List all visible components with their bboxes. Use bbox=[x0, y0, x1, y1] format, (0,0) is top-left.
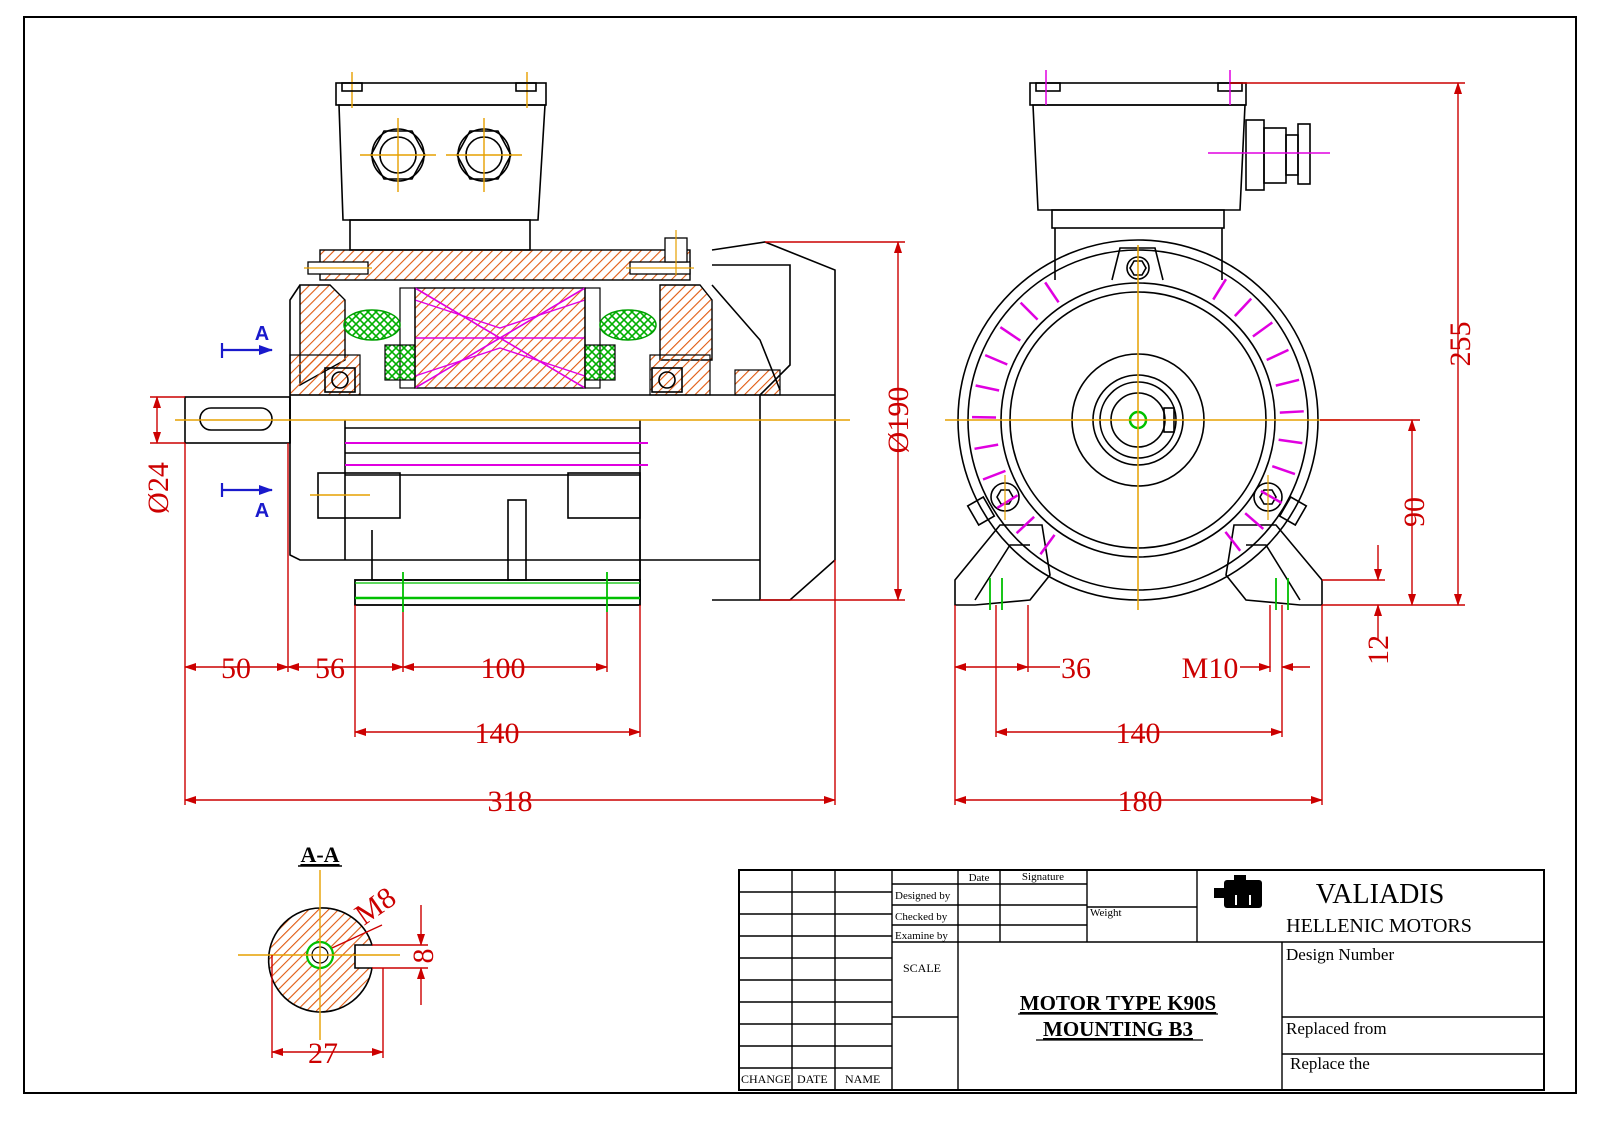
fin-line bbox=[1233, 297, 1253, 318]
drawing-title-line2: MOUNTING B3 bbox=[1043, 1017, 1193, 1041]
motor-logo-icon bbox=[1214, 875, 1262, 908]
dim-100: 100 bbox=[481, 652, 526, 685]
dim-12: 12 bbox=[1362, 635, 1395, 665]
tb-weight: Weight bbox=[1090, 907, 1122, 919]
fin-line bbox=[1015, 515, 1036, 535]
dim-m10: M10 bbox=[1182, 652, 1239, 685]
tb-change: CHANGE bbox=[741, 1072, 791, 1086]
fin-line bbox=[1279, 410, 1304, 414]
svg-text:A: A bbox=[255, 500, 269, 522]
dim-36: 36 bbox=[1061, 652, 1091, 685]
fin-line bbox=[1271, 465, 1296, 476]
dim-8: 8 bbox=[407, 949, 440, 964]
dim-255: 255 bbox=[1444, 322, 1477, 367]
fin-line bbox=[1275, 378, 1300, 387]
drawing-title-line1: MOTOR TYPE K90S bbox=[1020, 991, 1216, 1015]
front-view bbox=[945, 70, 1340, 610]
fin-line bbox=[999, 326, 1021, 342]
fin-line bbox=[984, 353, 1008, 366]
title-block bbox=[738, 869, 1545, 1091]
fin-line bbox=[1252, 321, 1274, 338]
tb-design-number: Design Number bbox=[1286, 945, 1394, 964]
dim-frame-dia: Ø190 bbox=[882, 387, 915, 454]
dim-318: 318 bbox=[488, 785, 533, 818]
motor-body bbox=[289, 241, 836, 612]
tb-checked-by: Checked by bbox=[895, 911, 948, 923]
fin-line bbox=[1224, 531, 1242, 552]
dim-140-front: 140 bbox=[1116, 717, 1161, 750]
fin-line bbox=[974, 443, 999, 451]
company-name: VALIADIS bbox=[1316, 879, 1445, 910]
tb-examine-by: Examine by bbox=[895, 930, 948, 942]
front-view-dimensions bbox=[954, 82, 1465, 805]
terminal-box bbox=[335, 72, 547, 251]
tb-date: DATE bbox=[797, 1072, 828, 1086]
cooling-fins bbox=[972, 278, 1304, 556]
sheet-border bbox=[23, 16, 1577, 1094]
tb-replaced-from: Replaced from bbox=[1286, 1019, 1387, 1038]
dim-shaft-dia: Ø24 bbox=[142, 462, 175, 514]
section-marker-bottom: A bbox=[220, 483, 273, 522]
dim-180: 180 bbox=[1118, 785, 1163, 818]
fin-line bbox=[1044, 281, 1060, 303]
fin-line bbox=[1212, 278, 1228, 301]
fin-line bbox=[1039, 534, 1056, 556]
fin-line bbox=[1244, 512, 1265, 530]
tb-designed-by: Designed by bbox=[895, 890, 951, 902]
svg-text:A: A bbox=[255, 323, 269, 345]
fin-line bbox=[996, 494, 1019, 510]
tb-scale: SCALE bbox=[903, 961, 941, 975]
dim-50: 50 bbox=[221, 652, 251, 685]
fin-line bbox=[1278, 438, 1303, 445]
side-view-dimensions bbox=[150, 241, 905, 805]
tb-replace-the: Replace the bbox=[1290, 1054, 1370, 1073]
section-marker-top: A bbox=[220, 323, 273, 358]
dim-140-side: 140 bbox=[475, 717, 520, 750]
tb-signature-col: Signature bbox=[1022, 871, 1064, 883]
stator-core bbox=[343, 287, 657, 389]
side-view bbox=[175, 72, 850, 612]
tb-date-col: Date bbox=[969, 872, 990, 884]
fin-line bbox=[1260, 489, 1283, 505]
tb-name: NAME bbox=[845, 1072, 880, 1086]
fin-line bbox=[1019, 301, 1039, 321]
section-title: A-A bbox=[300, 842, 339, 867]
dim-56: 56 bbox=[315, 652, 345, 685]
fin-line bbox=[1266, 348, 1289, 362]
fin-line bbox=[982, 469, 1006, 481]
fin-line bbox=[975, 384, 1000, 392]
section-a-a: A-A 27 8 M8 bbox=[238, 842, 440, 1070]
dim-27: 27 bbox=[308, 1037, 338, 1070]
dim-90: 90 bbox=[1398, 497, 1431, 527]
company-subtitle: HELLENIC MOTORS bbox=[1286, 915, 1472, 937]
